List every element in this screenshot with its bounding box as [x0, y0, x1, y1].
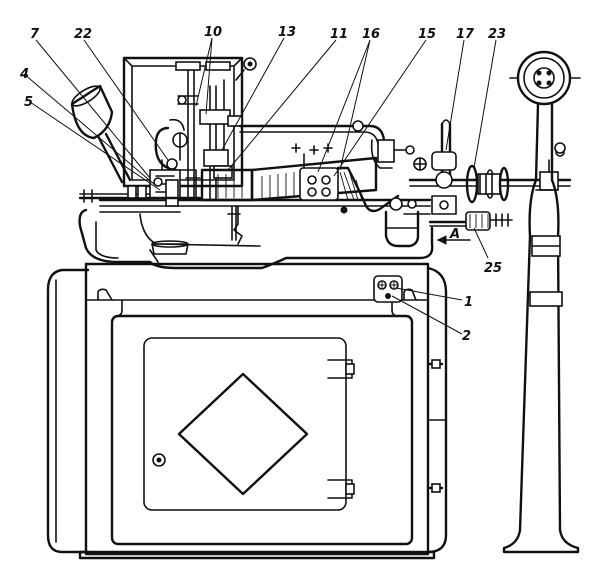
slide-assembly [200, 120, 415, 245]
callout-23: 23 [488, 27, 506, 42]
left-feed [70, 84, 202, 207]
callout-1: 1 [464, 295, 473, 310]
callout-25: 25 [484, 261, 502, 276]
callout-13: 13 [278, 25, 296, 40]
callout-labels: 7 22 10 13 11 16 15 17 23 4 5 A 25 1 2 [19, 25, 506, 344]
cabinet-door [110, 314, 414, 546]
leader-lines [23, 37, 497, 335]
callout-2: 2 [462, 329, 471, 344]
callout-17: 17 [456, 27, 475, 42]
base-cabinet [46, 262, 448, 560]
control-plate [373, 275, 403, 303]
callout-A: A [449, 227, 460, 242]
callout-10: 10 [204, 25, 222, 40]
callout-5: 5 [24, 95, 33, 110]
callout-15: 15 [418, 27, 436, 42]
callout-16: 16 [362, 27, 380, 42]
right-feed [403, 119, 572, 245]
callout-22: 22 [74, 27, 92, 42]
right-stand [502, 50, 581, 554]
callout-11: 11 [330, 27, 348, 42]
callout-7: 7 [30, 27, 40, 42]
machine-bed [78, 198, 434, 270]
callout-4: 4 [19, 67, 29, 82]
